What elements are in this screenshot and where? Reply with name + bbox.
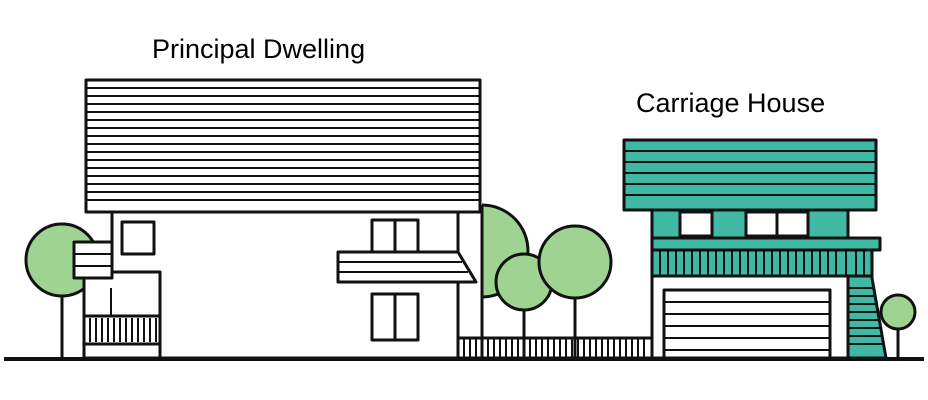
carriage-house	[622, 138, 888, 360]
fence	[456, 336, 654, 360]
window-lower-right	[370, 292, 420, 342]
right-balcony	[336, 250, 478, 284]
carriage-window-right	[744, 210, 810, 238]
principal-dwelling-label: Principal Dwelling	[152, 34, 366, 64]
garage-door	[662, 288, 832, 360]
window-upper-right	[370, 218, 420, 256]
carriage-roof	[622, 138, 878, 212]
left-balcony	[72, 240, 114, 280]
carriage-house-label: Carriage House	[636, 88, 826, 118]
porch-railing-slats	[89, 318, 157, 342]
principal-dwelling	[72, 78, 482, 360]
window-upper-left	[120, 220, 156, 256]
carriage-balcony	[650, 236, 882, 278]
principal-roof	[84, 78, 482, 214]
tree-right	[879, 293, 917, 358]
carriage-window-left	[678, 210, 714, 238]
tree-middle-right	[537, 224, 613, 358]
